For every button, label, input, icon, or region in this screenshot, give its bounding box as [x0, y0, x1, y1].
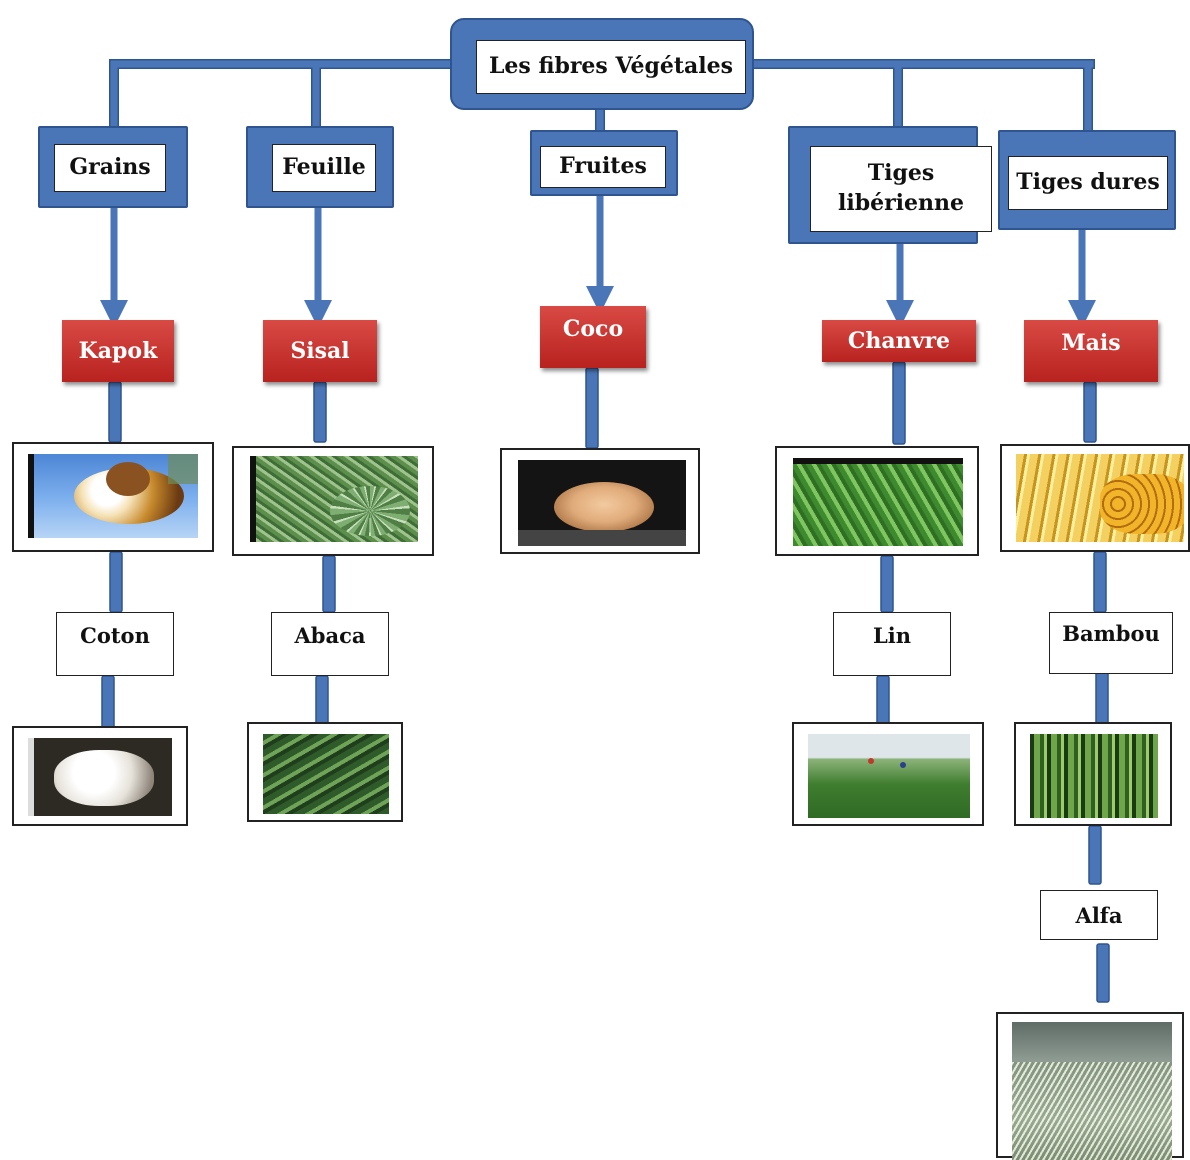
- sub-plant-abaca: Abaca: [271, 612, 389, 676]
- category-tiges-liberienne: Tiges libérienne: [788, 126, 992, 244]
- root-node-frame: Les fibres Végétales: [450, 18, 754, 110]
- category-grains: Grains: [38, 126, 188, 208]
- sub-plant-bambou: Bambou: [1049, 612, 1173, 674]
- plant-mais: Mais: [1024, 320, 1158, 382]
- plant-kapok: Kapok: [62, 320, 174, 382]
- root-node-label: Les fibres Végétales: [476, 40, 746, 94]
- abaca-plant-image: [263, 734, 389, 814]
- sub-plant-lin: Lin: [833, 612, 951, 676]
- category-tiges-dures: Tiges dures: [998, 130, 1176, 230]
- coconut-fiber-image: [518, 460, 686, 546]
- category-label: Tiges libérienne: [810, 146, 992, 232]
- alfa-grass-image: [1012, 1022, 1172, 1160]
- category-feuille: Feuille: [246, 126, 394, 208]
- corn-cob-image: [1016, 454, 1184, 542]
- photo-coco-frame: [500, 448, 700, 554]
- flax-field-image: [808, 734, 970, 818]
- plant-sisal: Sisal: [263, 320, 377, 382]
- photo-chanvre-frame: [775, 446, 979, 556]
- photo-bambou-frame: [1014, 722, 1172, 826]
- category-label: Feuille: [272, 144, 376, 192]
- category-label: Tiges dures: [1008, 156, 1168, 210]
- hemp-plant-image: [793, 458, 963, 546]
- photo-sisal-frame: [232, 446, 434, 556]
- plant-coco: Coco: [540, 306, 646, 368]
- photo-alfa-frame: [996, 1012, 1184, 1160]
- sub-plant-alfa: Alfa: [1040, 890, 1158, 940]
- bamboo-image: [1030, 734, 1158, 818]
- photo-kapok-frame: [12, 442, 214, 552]
- photo-abaca-frame: [247, 722, 403, 822]
- category-label: Grains: [54, 144, 166, 192]
- cotton-boll-image: [28, 738, 172, 816]
- plant-chanvre: Chanvre: [822, 320, 976, 362]
- category-label: Fruites: [540, 146, 666, 188]
- photo-coton-frame: [12, 726, 188, 826]
- sub-plant-coton: Coton: [56, 612, 174, 676]
- photo-mais-frame: [1000, 444, 1190, 552]
- photo-lin-frame: [792, 722, 984, 826]
- kapok-pod-image: [28, 454, 198, 538]
- sisal-plant-image: [250, 456, 418, 542]
- category-fruites: Fruites: [530, 130, 678, 196]
